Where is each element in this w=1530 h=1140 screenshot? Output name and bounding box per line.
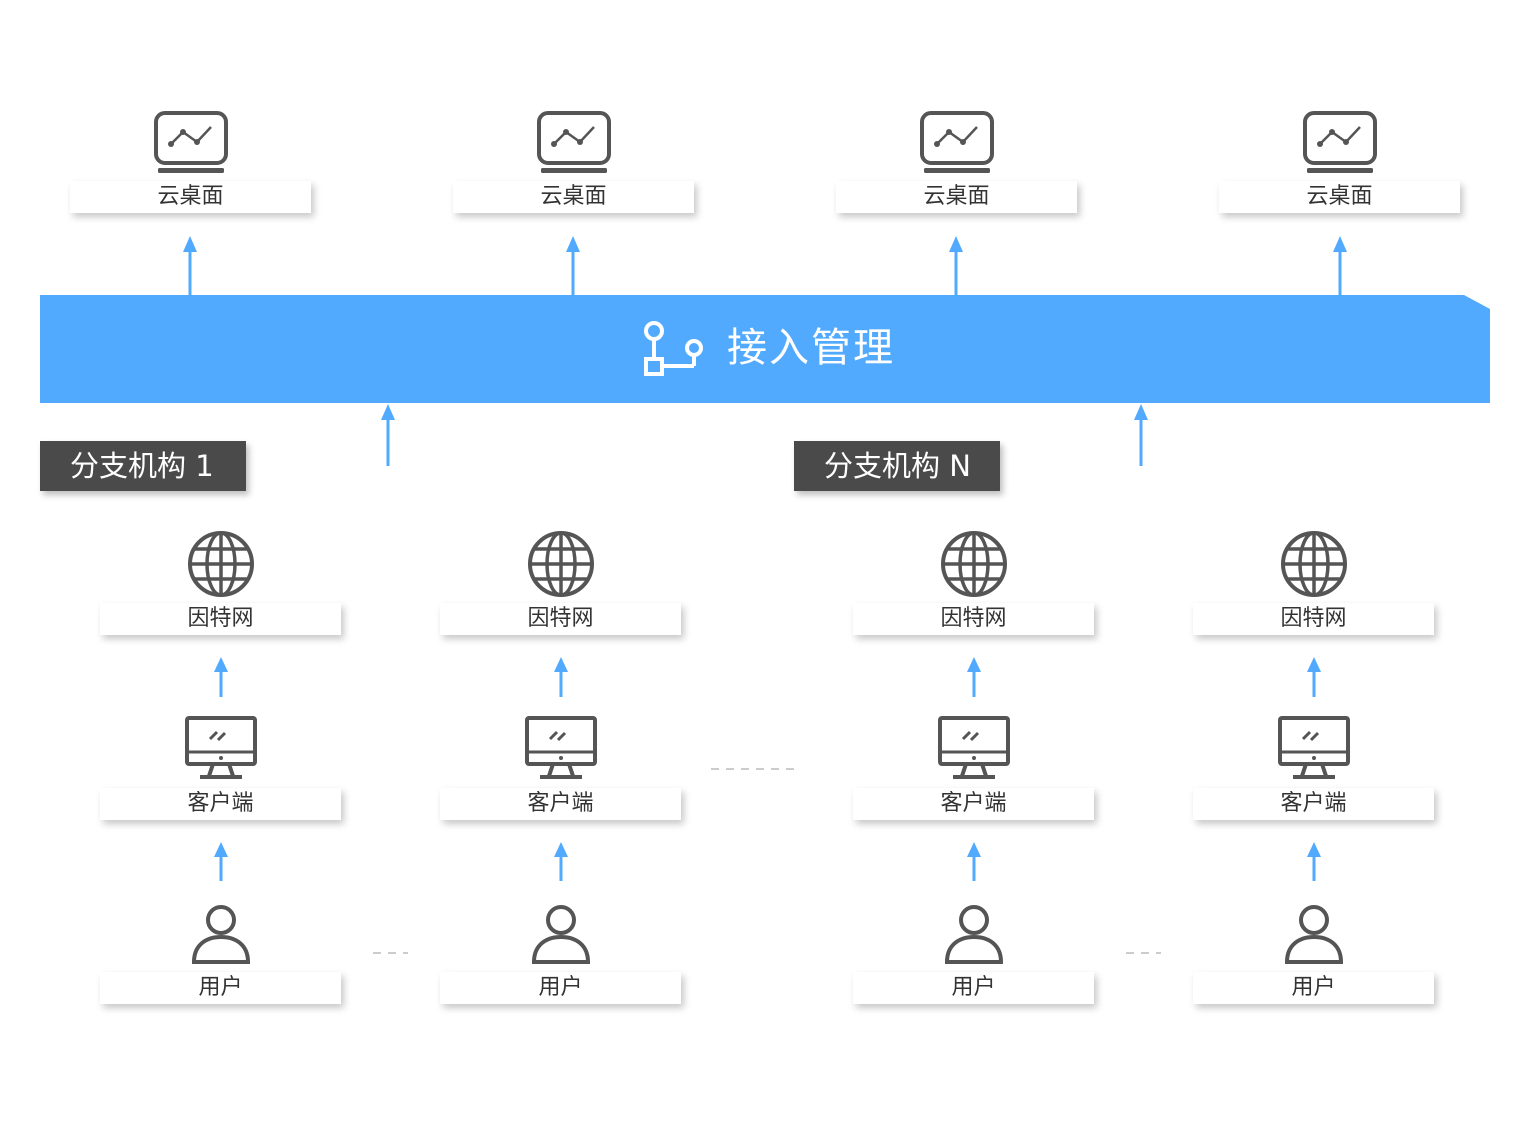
user-card: 用户 — [70, 881, 371, 1026]
arrows — [183, 236, 1347, 881]
client-card: 客户端 — [823, 697, 1124, 842]
internet-card: 因特网 — [410, 512, 711, 657]
desktop-computer-icon — [524, 715, 598, 781]
internet-label: 因特网 — [100, 603, 341, 635]
desktop-computer-icon — [1277, 715, 1351, 781]
globe-icon — [1280, 530, 1348, 598]
branch-title-n: 分支机构 N — [794, 441, 1000, 491]
dashed-connectors — [373, 768, 1161, 954]
globe-icon — [527, 530, 595, 598]
cloud-desktop-label: 云桌面 — [453, 181, 694, 213]
cloud-desktop-label: 云桌面 — [1219, 181, 1460, 213]
monitor-chart-icon — [536, 110, 612, 174]
internet-card: 因特网 — [1163, 512, 1464, 657]
internet-label: 因特网 — [440, 603, 681, 635]
client-card: 客户端 — [410, 697, 711, 842]
internet-label: 因特网 — [1193, 603, 1434, 635]
user-card: 用户 — [1163, 881, 1464, 1026]
arrow-client-to-internet — [219, 670, 223, 697]
internet-card: 因特网 — [823, 512, 1124, 657]
client-card: 客户端 — [70, 697, 371, 842]
client-card: 客户端 — [1163, 697, 1464, 842]
client-label: 客户端 — [440, 788, 681, 820]
client-label: 客户端 — [100, 788, 341, 820]
user-icon — [1283, 903, 1345, 965]
monitor-chart-icon — [919, 110, 995, 174]
desktop-computer-icon — [184, 715, 258, 781]
user-label: 用户 — [440, 972, 681, 1004]
access-management-bar — [40, 295, 1490, 403]
user-icon — [190, 903, 252, 965]
cloud-desktop-card-4: 云桌面 — [1189, 90, 1490, 235]
arrow-user-to-client — [559, 855, 563, 881]
cloud-desktop-card-2: 云桌面 — [423, 90, 724, 235]
user-label: 用户 — [100, 972, 341, 1004]
branch-title-1: 分支机构 1 — [40, 441, 246, 491]
arrow-to-cloud-1 — [188, 250, 192, 295]
arrow-branchn-to-bar — [1139, 418, 1143, 466]
monitor-chart-icon — [1302, 110, 1378, 174]
access-management-title: 接入管理 — [727, 325, 895, 371]
globe-icon — [187, 530, 255, 598]
client-label: 客户端 — [853, 788, 1094, 820]
cloud-desktop-label: 云桌面 — [70, 181, 311, 213]
client-label: 客户端 — [1193, 788, 1434, 820]
internet-card: 因特网 — [70, 512, 371, 657]
arrow-user-to-client — [219, 855, 223, 881]
internet-label: 因特网 — [853, 603, 1094, 635]
arrow-branch1-to-bar — [386, 418, 390, 466]
arrow-client-to-internet — [972, 670, 976, 697]
arrow-user-to-client — [1312, 855, 1316, 881]
arrow-to-cloud-4 — [1338, 250, 1342, 295]
user-icon — [943, 903, 1005, 965]
user-label: 用户 — [853, 972, 1094, 1004]
arrow-client-to-internet — [559, 670, 563, 697]
monitor-chart-icon — [153, 110, 229, 174]
user-card: 用户 — [823, 881, 1124, 1026]
cloud-desktop-label: 云桌面 — [836, 181, 1077, 213]
branch-flow-icon — [644, 321, 703, 376]
user-icon — [530, 903, 592, 965]
arrow-to-cloud-2 — [571, 250, 575, 295]
arrow-user-to-client — [972, 855, 976, 881]
arrow-to-cloud-3 — [954, 250, 958, 295]
cloud-desktop-card-1: 云桌面 — [40, 90, 341, 235]
user-card: 用户 — [410, 881, 711, 1026]
cloud-desktop-card-3: 云桌面 — [806, 90, 1107, 235]
desktop-computer-icon — [937, 715, 1011, 781]
user-label: 用户 — [1193, 972, 1434, 1004]
arrow-client-to-internet — [1312, 670, 1316, 697]
globe-icon — [940, 530, 1008, 598]
